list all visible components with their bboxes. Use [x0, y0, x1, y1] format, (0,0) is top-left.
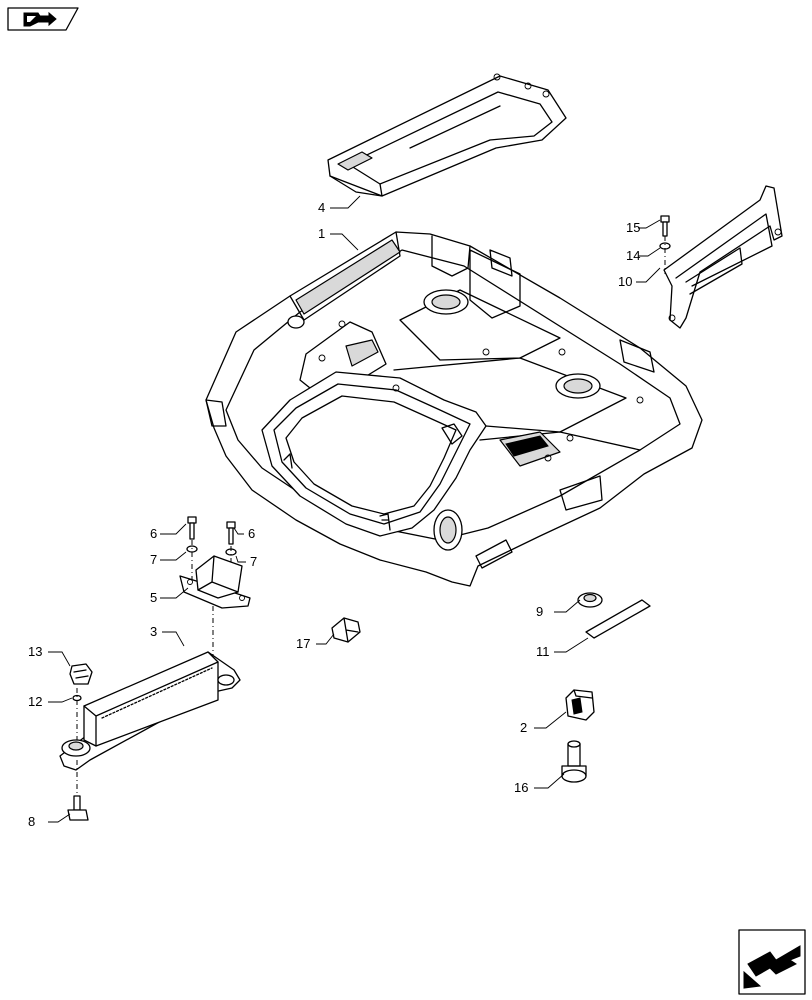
callout-labels: 4 1 15 14 10 6 6 7 7 5 3 13 12 8 17 9 11…: [28, 200, 640, 829]
part-12-fastener: [67, 795, 89, 821]
callout-17: 17: [296, 636, 310, 651]
part-9-bolt: [660, 215, 670, 237]
leader-lines: [48, 195, 661, 823]
part-2-rubber-mount: [565, 689, 595, 721]
callout-5: 5: [150, 590, 157, 605]
part-6-bolt-right: [226, 521, 236, 545]
part-4-cover-panel: [327, 73, 567, 197]
part-3-duct-tray: [59, 651, 241, 771]
callout-1: 1: [318, 226, 325, 241]
next-page-arrow-icon[interactable]: [738, 929, 806, 995]
part-15-clip: [69, 663, 93, 685]
part-11-grommet: [577, 592, 603, 608]
callout-9: 15: [626, 220, 640, 235]
part-17-clip: [331, 617, 361, 643]
part-14-strip: [585, 599, 651, 639]
callout-3: 3: [150, 624, 157, 639]
callout-13: 16: [514, 780, 528, 795]
callout-4: 4: [318, 200, 325, 215]
callout-6-left: 6: [150, 526, 157, 541]
nav-arrow-icon[interactable]: [7, 7, 79, 31]
callout-7-right: 7: [250, 554, 257, 569]
callout-11: 9: [536, 604, 543, 619]
part-10-bracket: [663, 185, 783, 329]
part-5-mount-block: [179, 555, 251, 609]
callout-7-left: 7: [150, 552, 157, 567]
part-13-spacer: [561, 740, 587, 783]
callout-12: 8: [28, 814, 35, 829]
callout-10: 10: [618, 274, 632, 289]
callout-14: 11: [536, 644, 550, 659]
callout-8: 14: [626, 248, 640, 263]
callout-16: 12: [28, 694, 42, 709]
callout-15: 13: [28, 644, 42, 659]
callout-2: 2: [520, 720, 527, 735]
part-6-bolt-left: [187, 516, 197, 540]
callout-6-right: 6: [248, 526, 255, 541]
part-1-roof-shell: [205, 231, 703, 587]
